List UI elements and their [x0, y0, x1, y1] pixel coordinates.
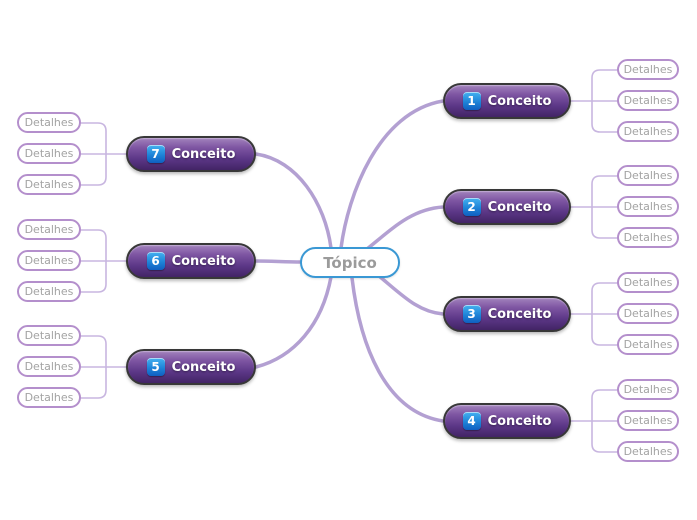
detail-bracket-1	[570, 69, 618, 133]
detail-node-7-1[interactable]: Detalhes	[17, 112, 81, 133]
detail-node-4-3[interactable]: Detalhes	[617, 441, 679, 462]
concept-label-3: Conceito	[487, 306, 552, 322]
detail-bracket-2	[570, 175, 618, 239]
concept-node-4[interactable]: 4 Conceito	[443, 403, 571, 439]
number-badge-6: 6	[146, 252, 165, 270]
detail-node-2-3[interactable]: Detalhes	[617, 227, 679, 248]
bracket-line	[591, 420, 618, 453]
central-topic-node[interactable]: Tópico	[300, 247, 400, 278]
branch-curve-3	[377, 274, 445, 316]
branch-curve-4	[350, 276, 445, 423]
detail-node-3-3[interactable]: Detalhes	[617, 334, 679, 355]
bracket-line	[591, 100, 618, 133]
number-badge-4: 4	[462, 412, 481, 430]
concept-node-7[interactable]: 7 Conceito	[126, 136, 256, 172]
branch-curve-6	[254, 259, 303, 264]
detail-node-4-1[interactable]: Detalhes	[617, 379, 679, 400]
concept-node-6[interactable]: 6 Conceito	[126, 243, 256, 279]
concept-node-3[interactable]: 3 Conceito	[443, 296, 571, 332]
bracket-line	[80, 153, 107, 186]
detail-node-6-2[interactable]: Detalhes	[17, 250, 81, 271]
detail-bracket-5	[80, 335, 127, 399]
detail-node-1-3[interactable]: Detalhes	[617, 121, 679, 142]
detail-node-3-2[interactable]: Detalhes	[617, 303, 679, 324]
bracket-line	[591, 69, 618, 102]
concept-label-5: Conceito	[171, 359, 236, 375]
bracket-line	[80, 122, 107, 155]
concept-label-6: Conceito	[171, 253, 236, 269]
number-badge-2: 2	[462, 198, 481, 216]
number-badge-5: 5	[146, 358, 165, 376]
bracket-line	[591, 282, 618, 315]
detail-node-5-1[interactable]: Detalhes	[17, 325, 81, 346]
bracket-line	[80, 366, 107, 399]
bracket-line	[591, 206, 618, 239]
detail-node-7-3[interactable]: Detalhes	[17, 174, 81, 195]
number-badge-1: 1	[462, 92, 481, 110]
detail-bracket-3	[570, 282, 618, 346]
central-topic-label: Tópico	[323, 253, 377, 272]
bracket-line	[80, 229, 107, 262]
detail-node-6-1[interactable]: Detalhes	[17, 219, 81, 240]
concept-node-2[interactable]: 2 Conceito	[443, 189, 571, 225]
detail-node-1-1[interactable]: Detalhes	[617, 59, 679, 80]
bracket-line	[80, 335, 107, 368]
concept-node-1[interactable]: 1 Conceito	[443, 83, 571, 119]
detail-node-4-2[interactable]: Detalhes	[617, 410, 679, 431]
detail-bracket-4	[570, 389, 618, 453]
detail-node-5-2[interactable]: Detalhes	[17, 356, 81, 377]
detail-node-7-2[interactable]: Detalhes	[17, 143, 81, 164]
branch-curve-2	[365, 205, 445, 251]
concept-label-1: Conceito	[487, 93, 552, 109]
detail-bracket-7	[80, 122, 127, 186]
detail-node-2-1[interactable]: Detalhes	[617, 165, 679, 186]
detail-bracket-6	[80, 229, 127, 293]
number-badge-7: 7	[146, 145, 165, 163]
detail-node-2-2[interactable]: Detalhes	[617, 196, 679, 217]
detail-node-1-2[interactable]: Detalhes	[617, 90, 679, 111]
bracket-line	[591, 313, 618, 346]
detail-node-5-3[interactable]: Detalhes	[17, 387, 81, 408]
concept-label-7: Conceito	[171, 146, 236, 162]
bracket-line	[591, 175, 618, 208]
number-badge-3: 3	[462, 305, 481, 323]
bracket-line	[591, 389, 618, 422]
detail-node-6-3[interactable]: Detalhes	[17, 281, 81, 302]
detail-node-3-1[interactable]: Detalhes	[617, 272, 679, 293]
bracket-line	[80, 260, 107, 293]
branch-curve-5	[254, 275, 333, 369]
concept-label-2: Conceito	[487, 199, 552, 215]
branch-curve-1	[339, 99, 445, 250]
concept-label-4: Conceito	[487, 413, 552, 429]
branch-curve-7	[254, 152, 333, 250]
concept-node-5[interactable]: 5 Conceito	[126, 349, 256, 385]
